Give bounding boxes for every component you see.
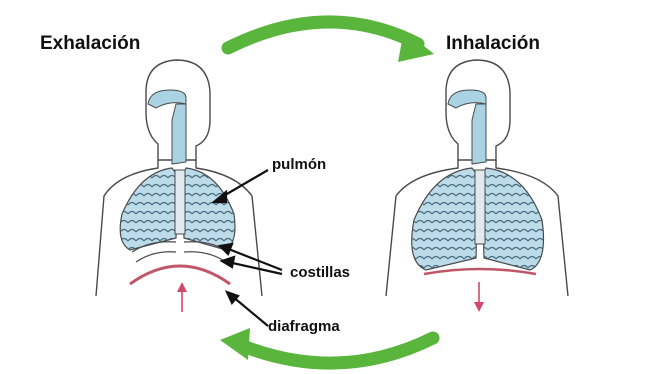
ribs-pointer-2	[228, 262, 282, 274]
diaphragm-label: diafragma	[268, 318, 340, 335]
arrow-up-icon	[177, 282, 187, 312]
trachea	[472, 104, 486, 164]
lung-label: pulmón	[272, 156, 326, 173]
exhale-figure	[96, 60, 262, 312]
inhale-figure	[386, 60, 568, 312]
ribs-label: costillas	[290, 264, 350, 281]
cycle-arrow-top	[228, 22, 434, 62]
diaphragm-pointer	[232, 296, 268, 326]
arrow-down-icon	[474, 282, 484, 312]
label-pointers	[214, 170, 282, 326]
diaphragm-inhale	[424, 269, 536, 274]
trachea	[172, 104, 186, 164]
exhale-title: Exhalación	[40, 33, 140, 55]
diaphragm-exhale	[130, 266, 230, 284]
curved-arrow-left-icon	[220, 328, 250, 360]
curved-arrow-right-icon	[398, 30, 434, 62]
lung-pointer	[220, 170, 268, 198]
inhale-title: Inhalación	[446, 33, 540, 55]
